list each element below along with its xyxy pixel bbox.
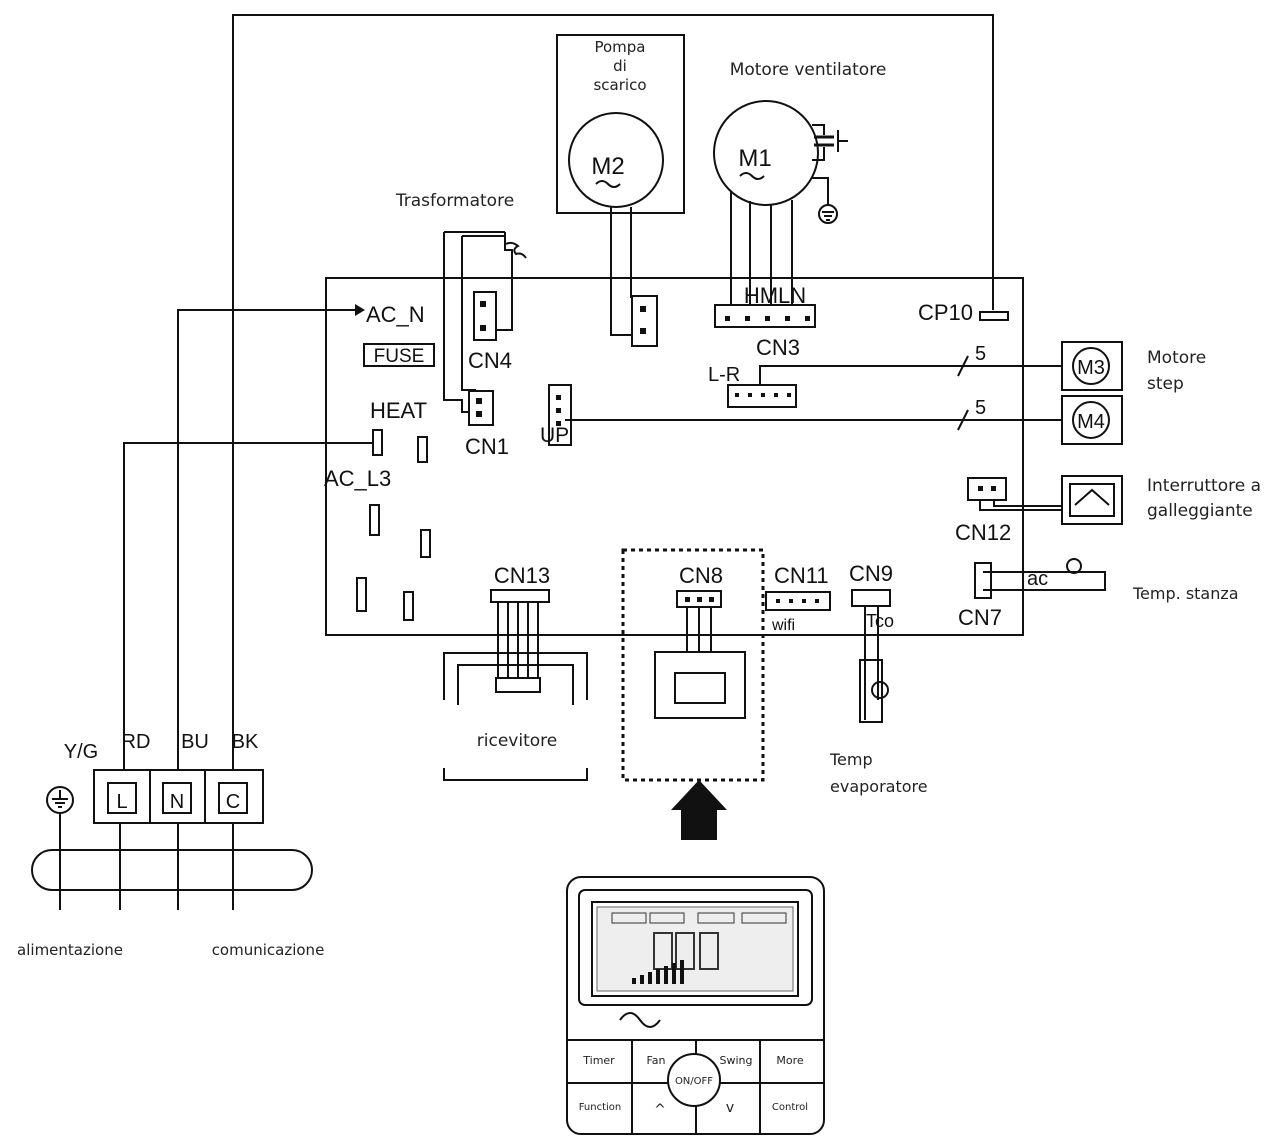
timer-button[interactable]: Timer xyxy=(582,1054,615,1067)
tac-label: Tac xyxy=(1017,568,1048,590)
fan-motor-title: Motore ventilatore xyxy=(730,60,887,80)
evap-temp-label-2: evaporatore xyxy=(830,777,928,796)
cn8-label: CN8 xyxy=(679,563,723,588)
ac-n-label: AC_N xyxy=(366,302,425,327)
room-temp-sensor: Tac CN7 Temp. stanza xyxy=(958,558,1239,630)
fan-motor: Motore ventilatore M1 HMLN CN3 xyxy=(713,60,887,360)
function-button[interactable]: Function xyxy=(579,1102,622,1113)
five-a-label: 5 xyxy=(975,343,986,365)
step-motor-label-1: Motore xyxy=(1147,348,1206,368)
cn3-label: CN3 xyxy=(756,335,800,360)
step-motors: L-R 5 5 M3 M4 Motore step xyxy=(565,341,1206,445)
cn9-connector xyxy=(851,589,891,607)
terminal-l: L xyxy=(116,791,127,813)
fuse-box xyxy=(363,343,435,367)
five-b-label: 5 xyxy=(975,397,986,419)
pump-title-2: di xyxy=(613,57,627,75)
board-pad-3 xyxy=(420,529,431,558)
up-connector xyxy=(548,384,572,446)
control-board xyxy=(325,277,1024,636)
ac-n-arrow-icon xyxy=(355,304,365,316)
cn4-connector xyxy=(473,291,497,341)
receiver-group: CN13 ricevitore xyxy=(443,563,588,781)
fan-motor-label: M1 xyxy=(738,145,771,172)
wired-controller xyxy=(566,876,825,1135)
board-pad-2 xyxy=(369,504,380,536)
cn13-connector xyxy=(490,589,550,603)
step-motor-label-2: step xyxy=(1147,374,1184,394)
cn13-label: CN13 xyxy=(494,563,550,588)
wifi-label: wifi xyxy=(771,617,795,634)
cn7-connector xyxy=(974,562,992,599)
drain-pump: Pompa di scarico M2 xyxy=(556,34,685,347)
pump-title-3: scarico xyxy=(593,76,646,94)
pump-title-1: Pompa xyxy=(594,38,645,56)
terminal-block: Y/G RD BU BK L N C alimentazione comunic… xyxy=(17,731,324,959)
down-button[interactable]: v xyxy=(726,1100,734,1116)
cp10-label: CP10 xyxy=(918,300,973,325)
heat-label: HEAT xyxy=(370,398,427,423)
cp10-terminal xyxy=(979,311,1009,321)
room-temp-label: Temp. stanza xyxy=(1132,584,1239,603)
lr-label: L-R xyxy=(708,364,740,386)
cn12-connector xyxy=(967,477,1007,501)
pump-motor-label: M2 xyxy=(591,153,624,180)
up-label: UP xyxy=(540,424,569,447)
bk-label: BK xyxy=(232,731,259,753)
hmln-label: HMLN xyxy=(744,283,806,308)
more-button[interactable]: More xyxy=(776,1054,804,1067)
float-switch: CN12 Interruttore a galleggiante xyxy=(955,475,1261,545)
board-pad-4 xyxy=(356,577,367,612)
float-switch-label-2: galleggiante xyxy=(1147,501,1253,521)
fuse-label: FUSE xyxy=(374,346,425,367)
cn8-group: CN8 xyxy=(621,548,765,840)
evap-temp-label-1: Temp xyxy=(829,750,873,769)
m4-label: M4 xyxy=(1077,411,1105,433)
heat-terminal xyxy=(372,429,383,456)
yg-label: Y/G xyxy=(64,741,98,763)
swing-button[interactable]: Swing xyxy=(720,1054,753,1067)
cn7-label: CN7 xyxy=(958,605,1002,630)
bu-label: BU xyxy=(181,731,209,753)
transformer: Trasformatore CN4 CN1 xyxy=(395,191,527,459)
cn9-label: CN9 xyxy=(849,561,893,586)
cn4-label: CN4 xyxy=(468,348,512,373)
m4-box xyxy=(1061,395,1123,445)
terminal-c: C xyxy=(226,791,240,813)
ac-l3-label: AC_L3 xyxy=(324,466,391,491)
fan-button[interactable]: Fan xyxy=(646,1054,665,1067)
ground-loop-wire xyxy=(232,14,994,770)
terminal-n: N xyxy=(170,791,184,813)
receiver-label: ricevitore xyxy=(477,731,557,751)
pump-connector xyxy=(631,295,658,347)
up-button[interactable]: ^ xyxy=(654,1102,666,1118)
rd-label: RD xyxy=(122,731,151,753)
power-label: alimentazione xyxy=(17,941,123,959)
onoff-button[interactable]: ON/OFF xyxy=(675,1076,713,1087)
board-pad-1 xyxy=(417,436,428,463)
up-arrow-icon xyxy=(671,780,727,840)
comm-label: comunicazione xyxy=(212,941,325,959)
cn11-label: CN11 xyxy=(774,563,829,588)
float-switch-label-1: Interruttore a xyxy=(1147,476,1261,496)
cn1-connector xyxy=(468,390,494,426)
cn11-connector xyxy=(765,591,831,611)
control-button[interactable]: Control xyxy=(772,1102,808,1113)
cn1-label: CN1 xyxy=(465,434,509,459)
tco-label: Tco xyxy=(866,611,894,631)
board-pad-5 xyxy=(403,591,414,621)
evap-temp-sensor: CN9 Tco Temp evaporatore xyxy=(829,561,928,796)
cn12-label: CN12 xyxy=(955,520,1011,545)
m3-label: M3 xyxy=(1077,357,1105,379)
transformer-label: Trasformatore xyxy=(395,191,514,211)
